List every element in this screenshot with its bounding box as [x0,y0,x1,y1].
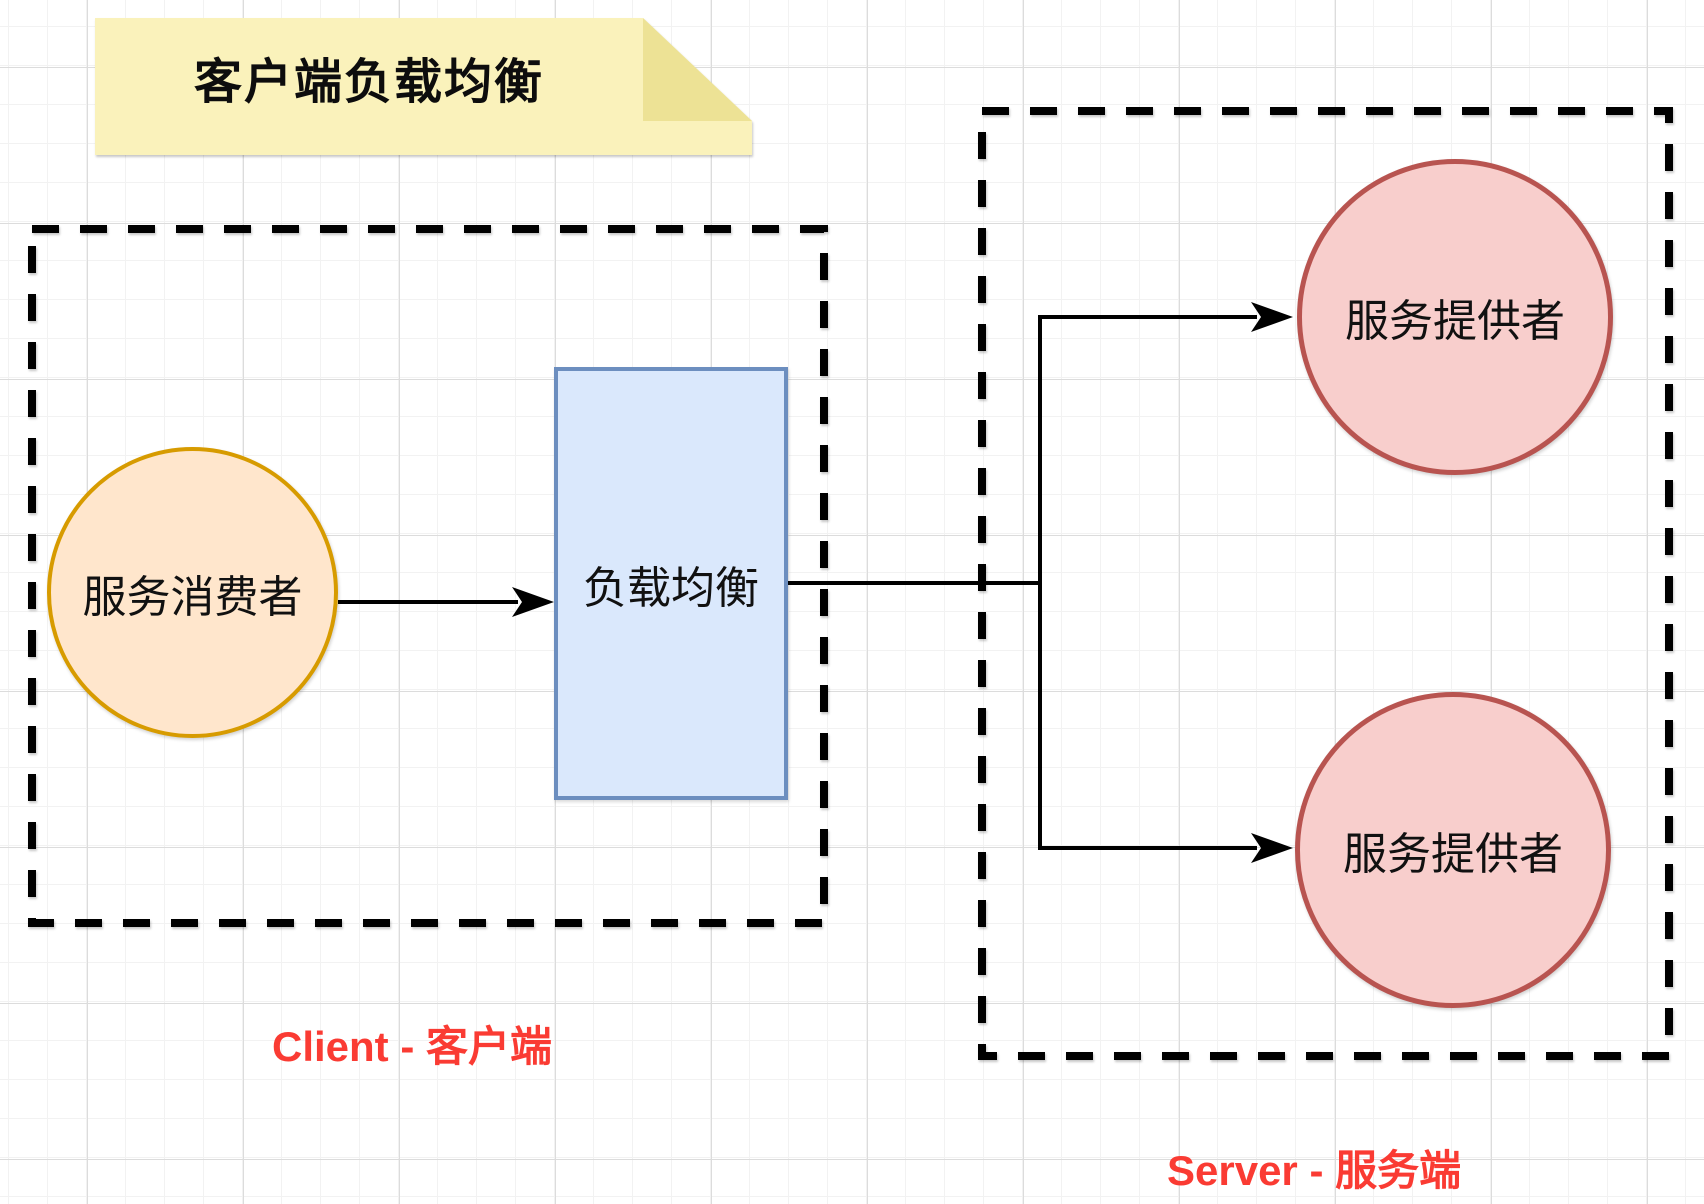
client-group-label: Client - 客户端 [272,1023,552,1070]
node-service-consumer: 服务消费者 [47,447,338,738]
node-label: 服务消费者 [82,572,303,622]
note-fold-corner [643,18,752,121]
node-load-balancer: 负载均衡 [554,367,788,800]
arrow-head-icon [1251,833,1293,863]
node-label: 服务提供者 [1345,297,1565,346]
arrow-head-icon [1251,302,1293,332]
node-label: 负载均衡 [583,563,759,613]
server-group-label: Server - 服务端 [1167,1147,1462,1194]
node-service-provider-bottom: 服务提供者 [1295,692,1611,1008]
node-label: 服务提供者 [1343,830,1563,879]
diagram-title: 客户端负载均衡 [193,56,544,109]
arrow-head-icon [512,587,554,617]
node-service-provider-top: 服务提供者 [1297,159,1613,475]
